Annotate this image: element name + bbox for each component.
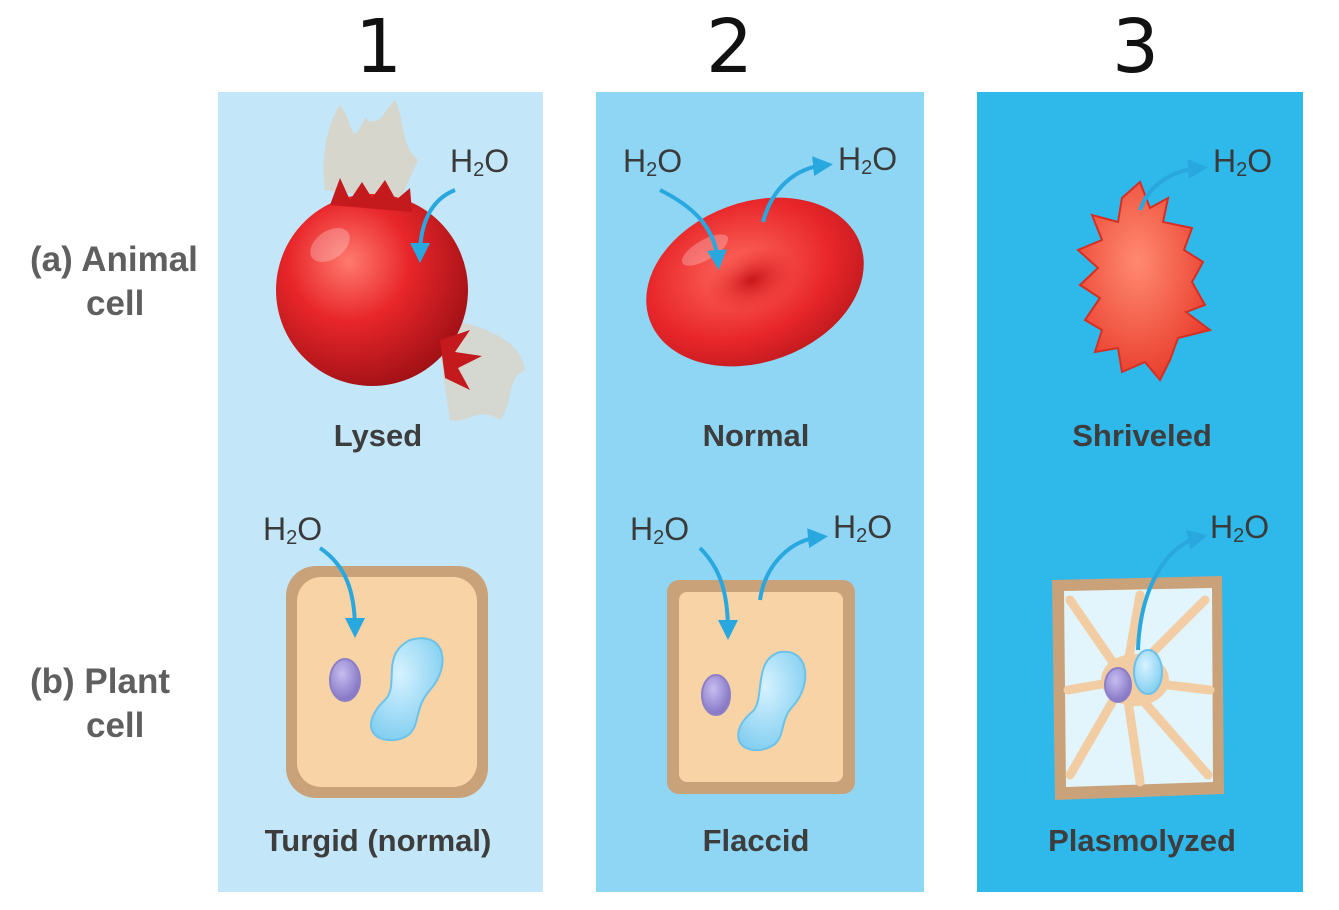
water-out-arrow	[761, 156, 833, 223]
annotation-number-3: 3	[1112, 4, 1160, 90]
water-flow-arrows	[318, 156, 1208, 651]
row-label-line: (a) Animal	[30, 240, 198, 279]
row-label-line: (b) Plant	[30, 662, 170, 701]
row-label-plant-cell: (b) Plant cell	[30, 660, 230, 748]
flaccid-plant-cell	[667, 580, 855, 794]
water-label: H2O	[630, 511, 690, 549]
water-in-arrow	[698, 546, 738, 640]
annotation-number-2: 2	[706, 4, 754, 90]
plasmolyzed-plant-cell	[1052, 576, 1224, 800]
lysed-red-blood-cell	[276, 100, 525, 421]
caption-shriveled: Shriveled	[1072, 418, 1212, 453]
turgid-plant-cell	[286, 566, 488, 798]
row-label-line: cell	[86, 284, 145, 323]
water-in-arrow	[318, 546, 365, 638]
caption-plasmolyzed: Plasmolyzed	[1048, 823, 1236, 858]
row-label-animal-cell: (a) Animal cell	[30, 238, 230, 326]
water-label: H2O	[1210, 509, 1270, 547]
row-label-line: cell	[86, 706, 145, 745]
water-label: H2O	[833, 509, 893, 547]
caption-normal: Normal	[702, 418, 810, 453]
water-out-arrow	[1138, 158, 1208, 211]
caption-flaccid: Flaccid	[702, 823, 810, 858]
water-label: H2O	[623, 143, 683, 181]
water-out-arrow	[758, 528, 828, 601]
shriveled-red-blood-cell	[1076, 180, 1213, 382]
water-label: H2O	[838, 141, 898, 179]
caption-lysed: Lysed	[333, 418, 423, 453]
normal-red-blood-cell	[646, 197, 864, 367]
annotation-number-1: 1	[355, 4, 403, 90]
water-label: H2O	[263, 511, 323, 549]
water-label: H2O	[1213, 143, 1273, 181]
water-in-arrow	[659, 188, 727, 270]
caption-turgid: Turgid (normal)	[264, 823, 492, 858]
water-label: H2O	[450, 143, 510, 181]
water-out-arrow	[1136, 529, 1208, 651]
water-in-arrow	[410, 188, 456, 263]
